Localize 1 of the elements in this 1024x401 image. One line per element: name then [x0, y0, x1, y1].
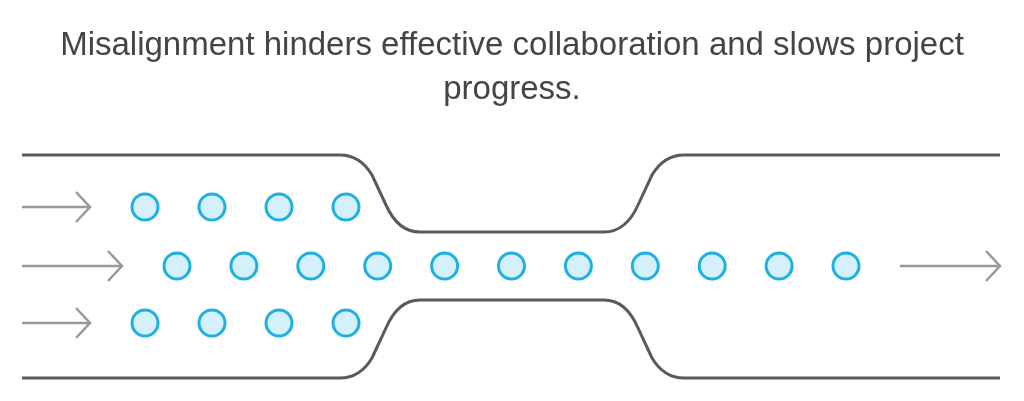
title: Misalignment hinders effective collaboration and slows project progress. — [59, 24, 965, 108]
